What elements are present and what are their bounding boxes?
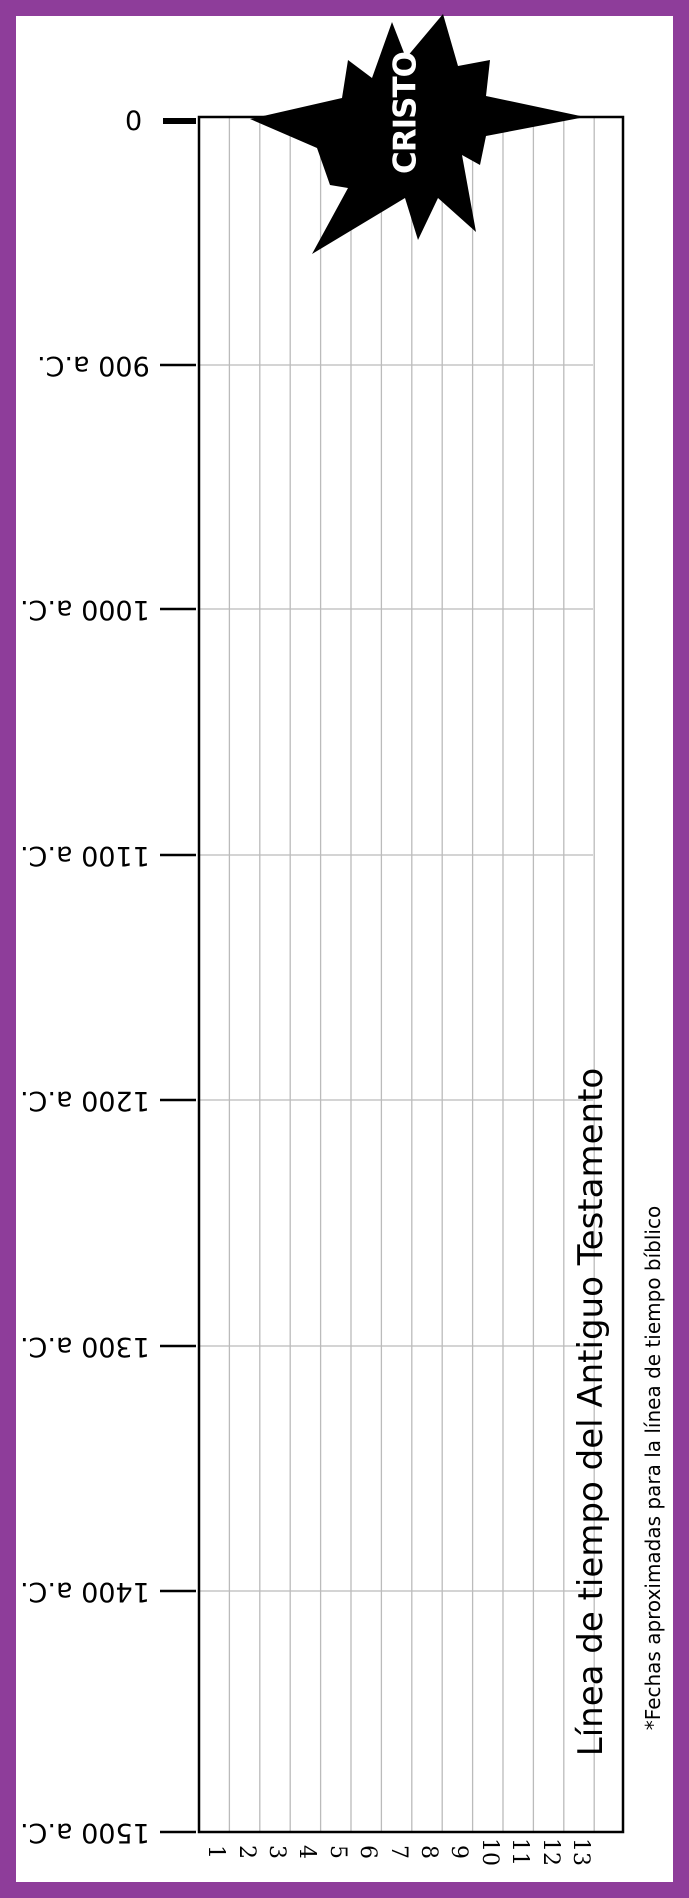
column-number: 4 <box>294 1845 320 1859</box>
grid-border <box>197 115 625 1834</box>
footnote: *Fechas aproximadas para la línea de tie… <box>641 1205 665 1731</box>
column-number: 2 <box>233 1845 259 1859</box>
column-number: 5 <box>324 1845 350 1859</box>
cristo-star-marker <box>250 14 585 254</box>
column-number: 1 <box>203 1845 229 1859</box>
chart-title: Línea de tiempo del Antiguo Testamento <box>571 1067 611 1757</box>
date-label: 1300 a.C. <box>20 1330 150 1362</box>
date-label: 900 a.C. <box>37 349 150 381</box>
column-number: 7 <box>385 1845 411 1859</box>
column-number: 8 <box>416 1845 441 1859</box>
column-number: 12 <box>537 1838 563 1866</box>
column-number: 13 <box>568 1838 593 1866</box>
cristo-label: CRISTO <box>387 52 424 174</box>
column-number: 11 <box>507 1838 533 1866</box>
date-label: 1000 a.C. <box>20 593 150 625</box>
column-number: 3 <box>264 1845 289 1859</box>
date-label: 1400 a.C. <box>20 1575 150 1607</box>
column-number: 9 <box>446 1845 472 1859</box>
column-number: 10 <box>476 1838 502 1866</box>
column-number: 6 <box>355 1845 381 1859</box>
date-label: 1100 a.C. <box>20 839 150 871</box>
date-label: 0 <box>125 105 143 137</box>
date-label: 1200 a.C. <box>20 1084 150 1116</box>
date-label: 1500 a.C. <box>20 1816 150 1848</box>
